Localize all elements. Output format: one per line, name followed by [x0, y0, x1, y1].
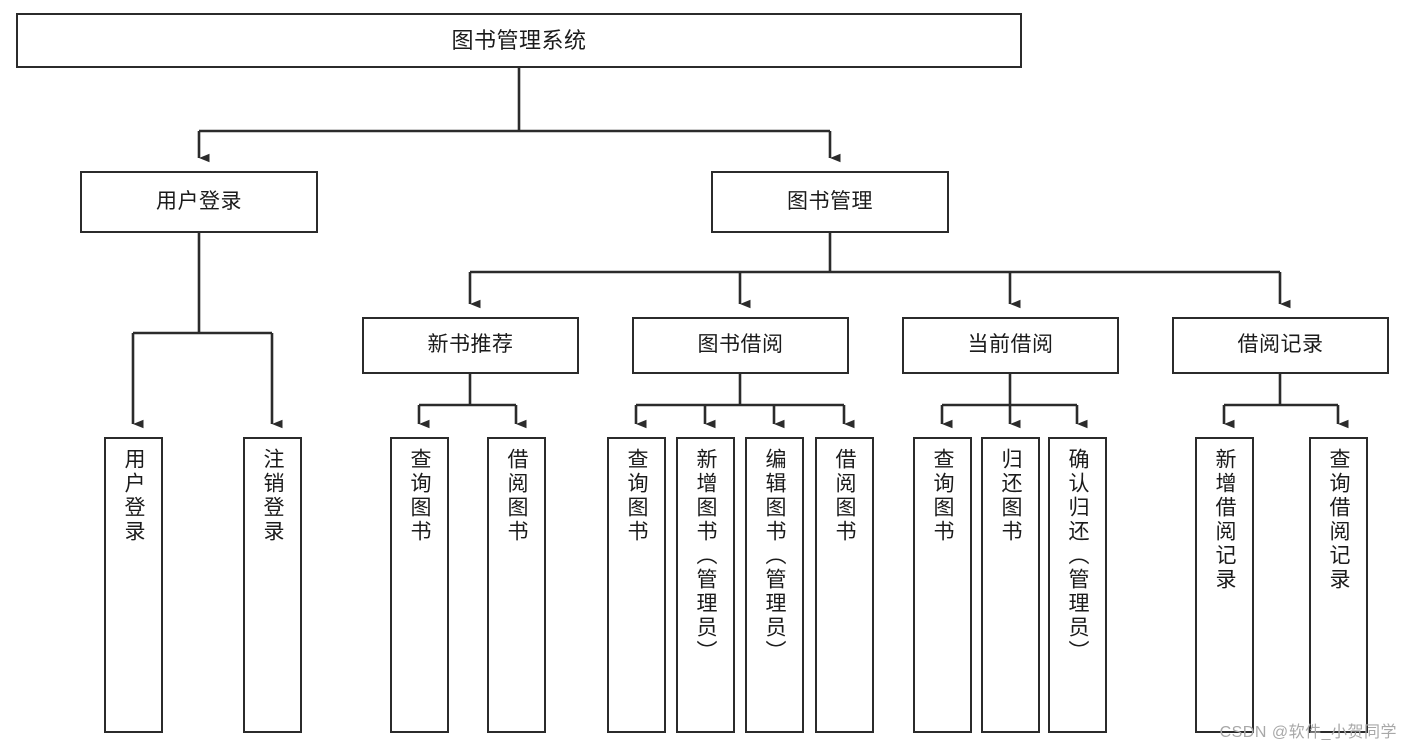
node-root[interactable]: 图书管理系统 [16, 13, 1022, 68]
leaf-add-book-label: 新增图书（管理员） [694, 448, 717, 664]
leaf-return-book-label: 归还图书 [999, 448, 1022, 544]
node-user-login-label: 用户登录 [156, 189, 242, 213]
node-borrow-record-label: 借阅记录 [1237, 333, 1324, 357]
leaf-add-record-label: 新增借阅记录 [1213, 448, 1236, 592]
node-new-book-recommend-label: 新书推荐 [427, 333, 514, 357]
node-borrow-record[interactable]: 借阅记录 [1172, 317, 1389, 374]
leaf-borrow-book-1-label: 借阅图书 [505, 448, 528, 544]
leaf-query-book-1[interactable]: 查询图书 [390, 437, 449, 733]
leaf-borrow-book-1[interactable]: 借阅图书 [487, 437, 546, 733]
leaf-user-logout-label: 注销登录 [261, 448, 284, 544]
leaf-borrow-book-2-label: 借阅图书 [833, 448, 856, 544]
leaf-add-record[interactable]: 新增借阅记录 [1195, 437, 1254, 733]
node-new-book-recommend[interactable]: 新书推荐 [362, 317, 579, 374]
leaf-query-book-3-label: 查询图书 [931, 448, 954, 544]
leaf-user-login[interactable]: 用户登录 [104, 437, 163, 733]
node-book-borrow-label: 图书借阅 [697, 333, 784, 357]
node-root-label: 图书管理系统 [451, 27, 587, 53]
node-user-login[interactable]: 用户登录 [80, 171, 318, 233]
node-current-borrow[interactable]: 当前借阅 [902, 317, 1119, 374]
leaf-confirm-return-label: 确认归还（管理员） [1066, 448, 1089, 664]
leaf-confirm-return[interactable]: 确认归还（管理员） [1048, 437, 1107, 733]
leaf-add-book[interactable]: 新增图书（管理员） [676, 437, 735, 733]
leaf-query-book-3[interactable]: 查询图书 [913, 437, 972, 733]
node-book-manage[interactable]: 图书管理 [711, 171, 949, 233]
node-current-borrow-label: 当前借阅 [967, 333, 1054, 357]
leaf-query-book-1-label: 查询图书 [408, 448, 431, 544]
node-book-manage-label: 图书管理 [787, 189, 873, 213]
leaf-return-book[interactable]: 归还图书 [981, 437, 1040, 733]
leaf-query-book-2[interactable]: 查询图书 [607, 437, 666, 733]
node-book-borrow[interactable]: 图书借阅 [632, 317, 849, 374]
leaf-user-login-label: 用户登录 [122, 448, 145, 544]
leaf-edit-book[interactable]: 编辑图书（管理员） [745, 437, 804, 733]
leaf-query-record-label: 查询借阅记录 [1327, 448, 1350, 592]
leaf-borrow-book-2[interactable]: 借阅图书 [815, 437, 874, 733]
leaf-query-book-2-label: 查询图书 [625, 448, 648, 544]
leaf-edit-book-label: 编辑图书（管理员） [763, 448, 786, 664]
leaf-query-record[interactable]: 查询借阅记录 [1309, 437, 1368, 733]
leaf-user-logout[interactable]: 注销登录 [243, 437, 302, 733]
